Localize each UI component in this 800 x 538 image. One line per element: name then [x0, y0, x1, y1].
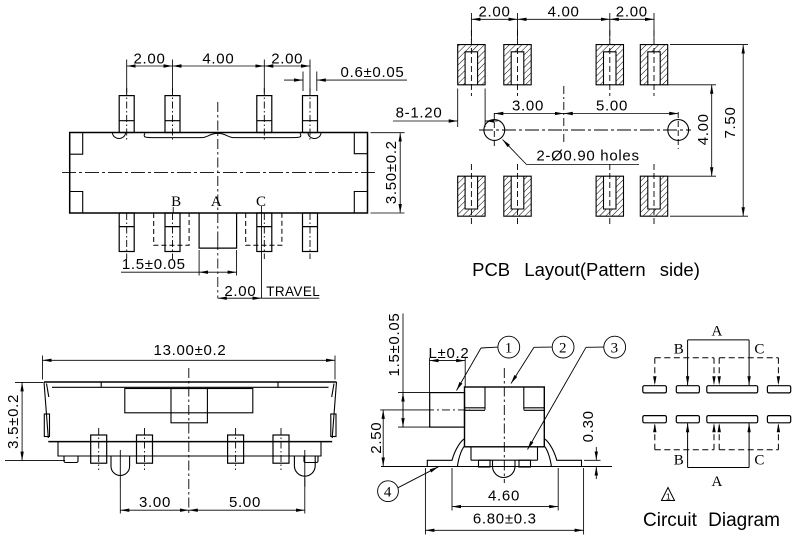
svg-text:0.6±0.05: 0.6±0.05	[341, 64, 405, 81]
svg-text:TRAVEL: TRAVEL	[266, 284, 320, 299]
svg-text:5.00: 5.00	[229, 494, 261, 511]
svg-text:4.00: 4.00	[695, 113, 712, 145]
svg-text:2.00: 2.00	[134, 51, 166, 68]
svg-text:4.00: 4.00	[548, 4, 580, 21]
svg-text:1: 1	[505, 340, 513, 356]
svg-text:3.50±0.2: 3.50±0.2	[383, 140, 400, 204]
svg-text:2.00: 2.00	[616, 4, 648, 21]
svg-text:3: 3	[611, 340, 619, 356]
svg-text:5.00: 5.00	[596, 98, 628, 115]
svg-text:C: C	[754, 453, 764, 469]
svg-text:4: 4	[384, 484, 392, 500]
svg-text:PCB Layout(Pattern side): PCB Layout(Pattern side)	[472, 259, 700, 280]
svg-text:2-Ø0.90 holes: 2-Ø0.90 holes	[536, 148, 639, 165]
svg-text:2.50: 2.50	[368, 422, 385, 454]
svg-text:8-1.20: 8-1.20	[396, 105, 443, 122]
svg-text:A: A	[711, 474, 722, 490]
svg-text:7.50: 7.50	[722, 107, 739, 139]
svg-text:4.60: 4.60	[488, 488, 520, 505]
svg-text:B: B	[171, 194, 182, 210]
svg-text:B: B	[674, 342, 684, 358]
svg-text:1: 1	[666, 491, 671, 501]
svg-text:2: 2	[559, 340, 567, 356]
svg-text:B: B	[674, 453, 684, 469]
svg-text:13.00±0.2: 13.00±0.2	[154, 342, 227, 359]
svg-text:0.30: 0.30	[580, 410, 597, 442]
svg-text:3.00: 3.00	[139, 494, 171, 511]
svg-text:A: A	[711, 323, 722, 339]
svg-text:C: C	[754, 342, 764, 358]
svg-text:3.00: 3.00	[512, 98, 544, 115]
svg-text:1.5±0.05: 1.5±0.05	[386, 313, 403, 377]
svg-text:3.5±0.2: 3.5±0.2	[5, 394, 22, 449]
svg-text:2.00: 2.00	[479, 4, 511, 21]
svg-text:1.5±0.05: 1.5±0.05	[122, 256, 186, 273]
svg-text:4.00: 4.00	[202, 51, 234, 68]
svg-text:L±0.2: L±0.2	[429, 345, 470, 362]
svg-text:6.80±0.3: 6.80±0.3	[473, 511, 537, 528]
svg-text:2.00: 2.00	[271, 51, 303, 68]
svg-text:Circuit Diagram: Circuit Diagram	[643, 510, 780, 531]
svg-text:A: A	[211, 194, 223, 210]
svg-text:2.00: 2.00	[224, 283, 256, 300]
svg-text:C: C	[256, 194, 267, 210]
